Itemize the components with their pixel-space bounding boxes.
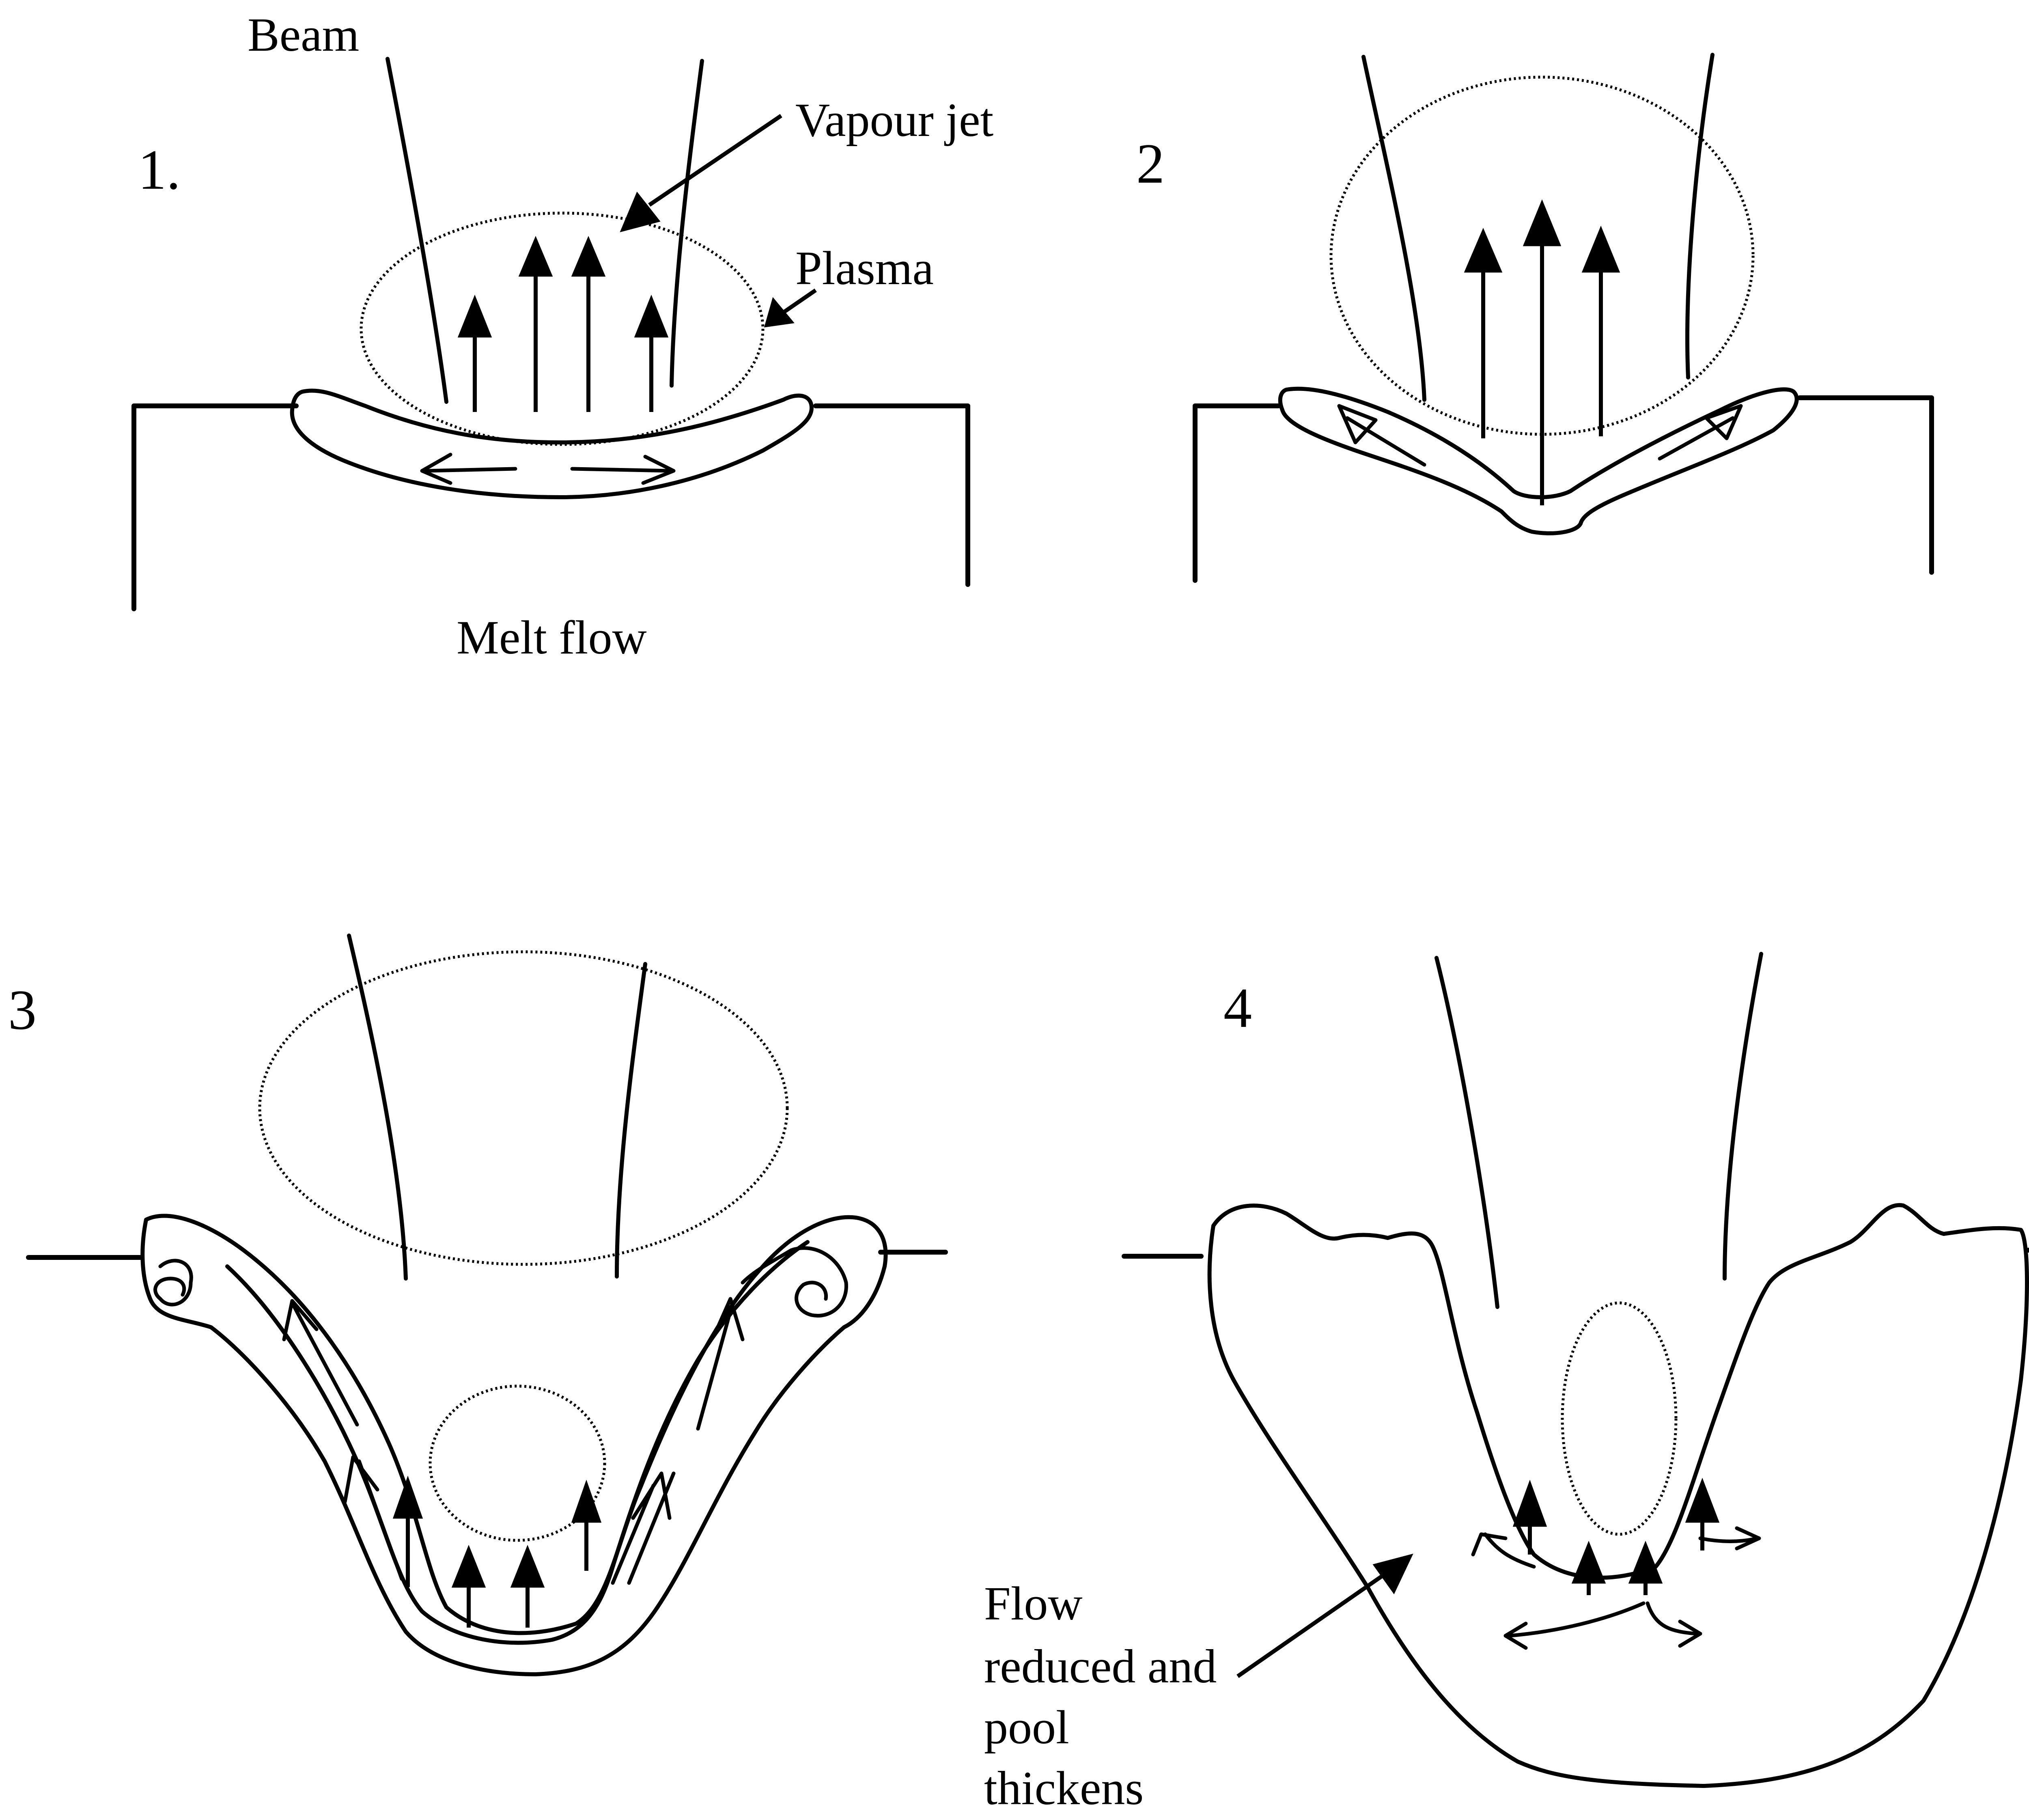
- panel-3: 3: [8, 936, 946, 1674]
- plasma-pointer: [765, 290, 816, 327]
- vapour-jet-arrows: [459, 237, 668, 412]
- beam-left-edge: [1363, 57, 1424, 400]
- beam-left-edge: [1437, 958, 1497, 1307]
- beam-left-edge: [388, 59, 446, 402]
- panel-3-number: 3: [8, 979, 37, 1042]
- workpiece-outline-right: [816, 406, 968, 584]
- panel-1: 1. Beam Vapour jet Plasma Melt flow: [134, 8, 993, 664]
- beam-right-edge: [1687, 55, 1712, 377]
- panel-4: 4 Flow: [984, 954, 2029, 1815]
- vapour-jet-pointer: [621, 116, 781, 231]
- vortex-left: [155, 1261, 192, 1305]
- panel-2-number: 2: [1136, 132, 1165, 195]
- melt-flow-label: Melt flow: [457, 611, 647, 664]
- beam-right-edge: [672, 61, 702, 386]
- melt-flow-arrow-right: [572, 457, 674, 483]
- beam-right-edge: [617, 964, 645, 1277]
- workpiece-outline-right: [1800, 398, 1932, 572]
- melt-pool: [292, 390, 812, 497]
- workpiece-outline-left: [134, 406, 296, 609]
- flow-reduced-label: Flow reduced and pool thickens: [984, 1577, 1229, 1815]
- vapour-jet-label: Vapour jet: [795, 93, 993, 147]
- melt-pool-outer: [142, 1216, 885, 1674]
- melt-flow-arrow-left: [422, 455, 515, 483]
- plasma-label: Plasma: [795, 242, 934, 295]
- keyhole-plasma: [1562, 1303, 1676, 1534]
- melt-flow-arrows: [1473, 1528, 1759, 1648]
- beam-label: Beam: [248, 8, 359, 61]
- panel-2: 2: [1136, 55, 1932, 580]
- panel-4-number: 4: [1223, 977, 1252, 1039]
- melt-pool: [1210, 1205, 2027, 1786]
- panel-1-number: 1.: [138, 138, 181, 201]
- plasma-cloud: [260, 952, 787, 1264]
- vapour-jet-arrows: [1465, 201, 1619, 505]
- workpiece-outline-left: [1195, 406, 1278, 580]
- beam-right-edge: [1725, 954, 1761, 1279]
- melt-pool: [1280, 389, 1797, 533]
